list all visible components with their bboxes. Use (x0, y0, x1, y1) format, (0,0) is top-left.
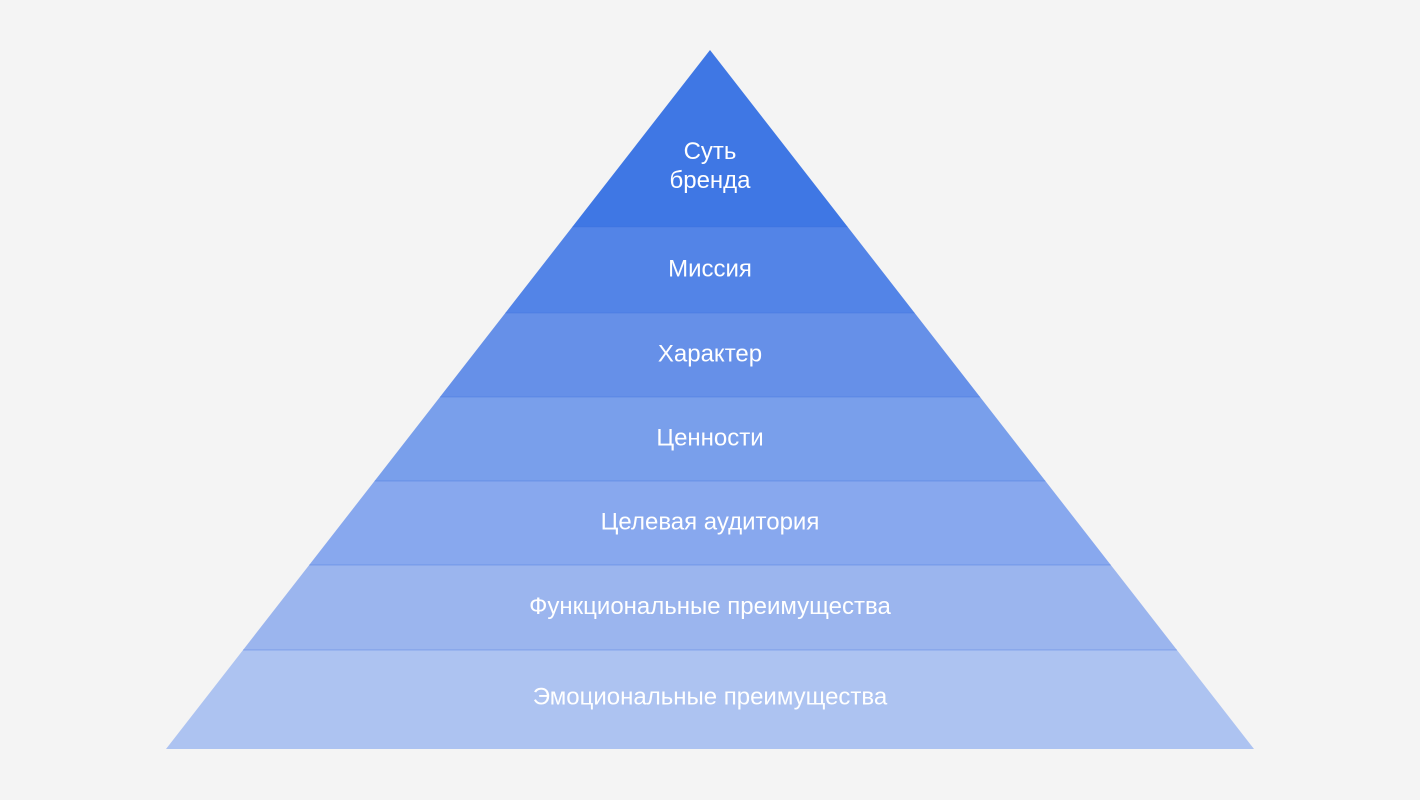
pyramid-level-1 (572, 50, 848, 227)
pyramid-level-label: Ценности (656, 424, 763, 451)
pyramid-level-label: Миссия (668, 255, 752, 282)
pyramid-level-label: Эмоциональные преимущества (533, 683, 888, 710)
pyramid-level-7 (166, 650, 1254, 749)
pyramid-level-label: Функциональные преимущества (529, 593, 891, 620)
pyramid-level-6 (243, 565, 1177, 650)
pyramid-level-5 (309, 481, 1111, 565)
pyramid-level-3 (439, 313, 981, 397)
pyramid-level-4 (374, 397, 1046, 481)
pyramid-level-2 (505, 227, 915, 313)
pyramid-level-label: Целевая аудитория (601, 508, 820, 535)
pyramid-level-label: Характер (658, 340, 762, 367)
